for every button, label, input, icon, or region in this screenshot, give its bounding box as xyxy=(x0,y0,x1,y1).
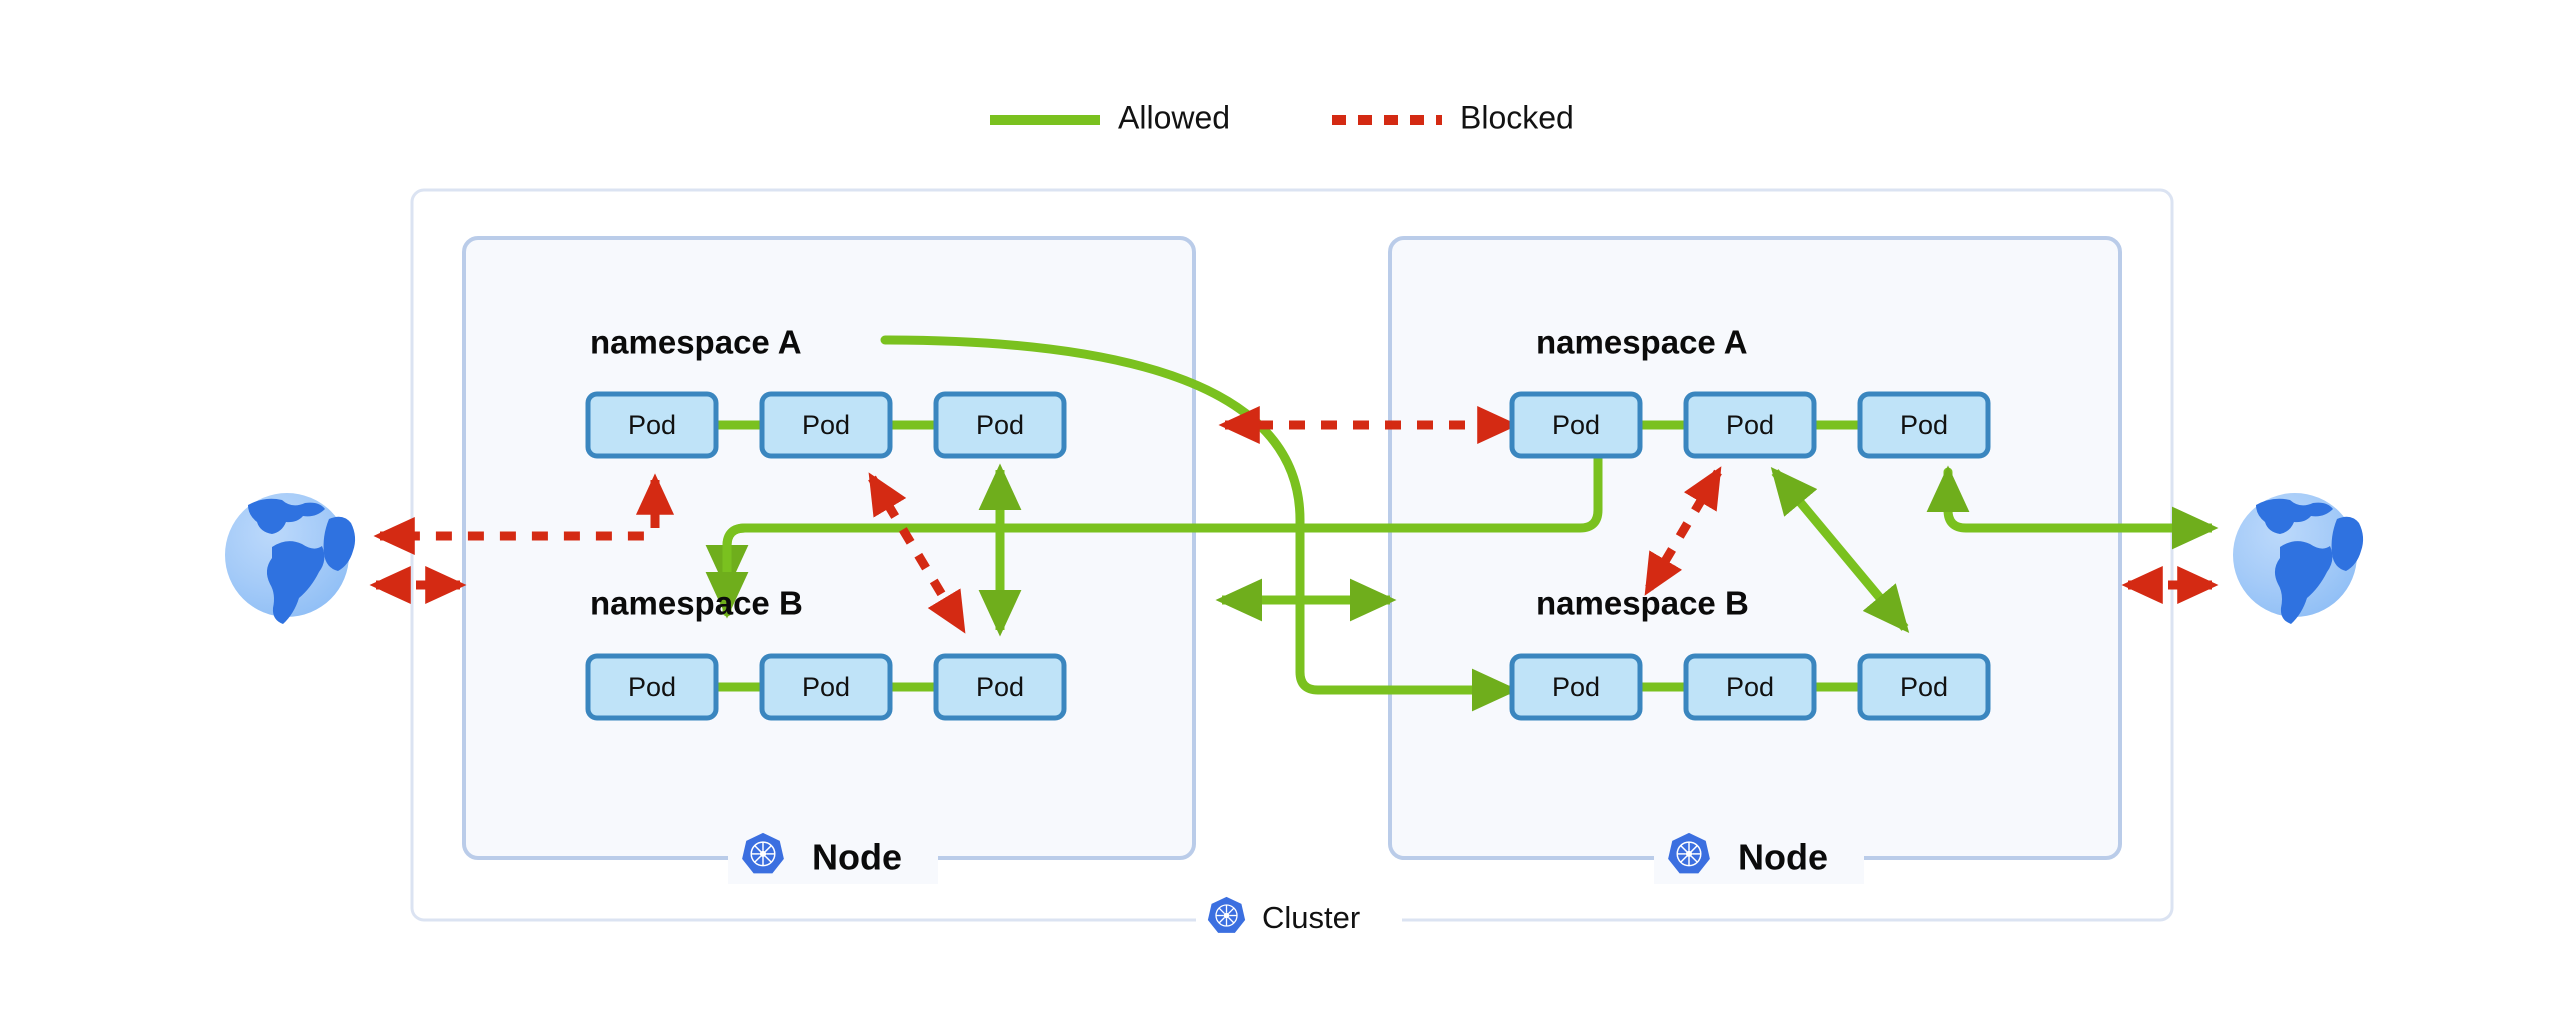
left-b-pod3[interactable]: Pod xyxy=(933,653,1067,721)
pod-label: Pod xyxy=(1900,672,1948,702)
right-ns-b-label: namespace B xyxy=(1536,585,1749,622)
globe-right xyxy=(2233,493,2364,624)
right-a-pod2[interactable]: Pod xyxy=(1683,391,1817,459)
cluster-label-group: Cluster xyxy=(1196,896,1402,942)
right-b-pod2[interactable]: Pod xyxy=(1683,653,1817,721)
legend-blocked-label: Blocked xyxy=(1460,99,1574,135)
left-b-pod1[interactable]: Pod xyxy=(585,653,719,721)
node-right-label-group: Node xyxy=(1654,832,1864,884)
right-b-pod1[interactable]: Pod xyxy=(1509,653,1643,721)
pod-label: Pod xyxy=(628,672,676,702)
legend: Allowed Blocked xyxy=(990,99,1574,135)
pod-label: Pod xyxy=(976,672,1024,702)
right-ns-a: namespace A Pod Pod Pod xyxy=(1509,324,1991,459)
pod-label: Pod xyxy=(1726,410,1774,440)
right-ns-a-label: namespace A xyxy=(1536,324,1748,361)
right-a-pod3[interactable]: Pod xyxy=(1857,391,1991,459)
legend-item-allowed: Allowed xyxy=(990,99,1230,135)
right-a-pod1[interactable]: Pod xyxy=(1509,391,1643,459)
node-right: namespace A Pod Pod Pod namespace B xyxy=(1509,324,1991,884)
conn-right-a-pod2-b-blocked xyxy=(1644,466,1722,596)
left-b-pod2[interactable]: Pod xyxy=(759,653,893,721)
node-right-box xyxy=(1388,236,2122,860)
pod-label: Pod xyxy=(1726,672,1774,702)
pod-label: Pod xyxy=(976,410,1024,440)
node-left-label-group: Node xyxy=(728,832,938,884)
node-left-label: Node xyxy=(812,837,902,878)
left-ns-a: namespace A Pod Pod Pod xyxy=(585,324,1067,459)
right-ns-b: namespace B Pod Pod Pod xyxy=(1509,585,1991,721)
conn-incoming-left-ns-b xyxy=(705,523,1215,619)
cluster-label: Cluster xyxy=(1262,900,1360,935)
left-ns-b: namespace B Pod Pod Pod xyxy=(585,585,1067,721)
globe-left xyxy=(225,493,356,624)
pod-label: Pod xyxy=(1552,410,1600,440)
left-a-pod2[interactable]: Pod xyxy=(759,391,893,459)
left-ns-b-label: namespace B xyxy=(590,585,803,622)
pod-label: Pod xyxy=(802,410,850,440)
left-a-pod1[interactable]: Pod xyxy=(585,391,719,459)
left-a-pod3[interactable]: Pod xyxy=(933,391,1067,459)
pod-label: Pod xyxy=(802,672,850,702)
kubernetes-icon xyxy=(1207,896,1246,933)
pod-label: Pod xyxy=(1552,672,1600,702)
node-left-box xyxy=(462,236,1196,860)
pod-label: Pod xyxy=(1900,410,1948,440)
kubernetes-icon xyxy=(742,832,784,874)
conn-right-a-pod2-b-pod3 xyxy=(1770,466,1910,634)
right-b-pod3[interactable]: Pod xyxy=(1857,653,1991,721)
conn-right-a-pod3-to-globe xyxy=(1926,465,2213,533)
node-left: namespace A Pod Pod Pod namespace B xyxy=(585,324,1067,884)
left-ns-a-label: namespace A xyxy=(590,324,802,361)
legend-item-blocked: Blocked xyxy=(1332,99,1574,135)
pod-label: Pod xyxy=(628,410,676,440)
legend-allowed-label: Allowed xyxy=(1118,99,1230,135)
node-right-label: Node xyxy=(1738,837,1828,878)
kubernetes-icon xyxy=(1668,832,1710,874)
